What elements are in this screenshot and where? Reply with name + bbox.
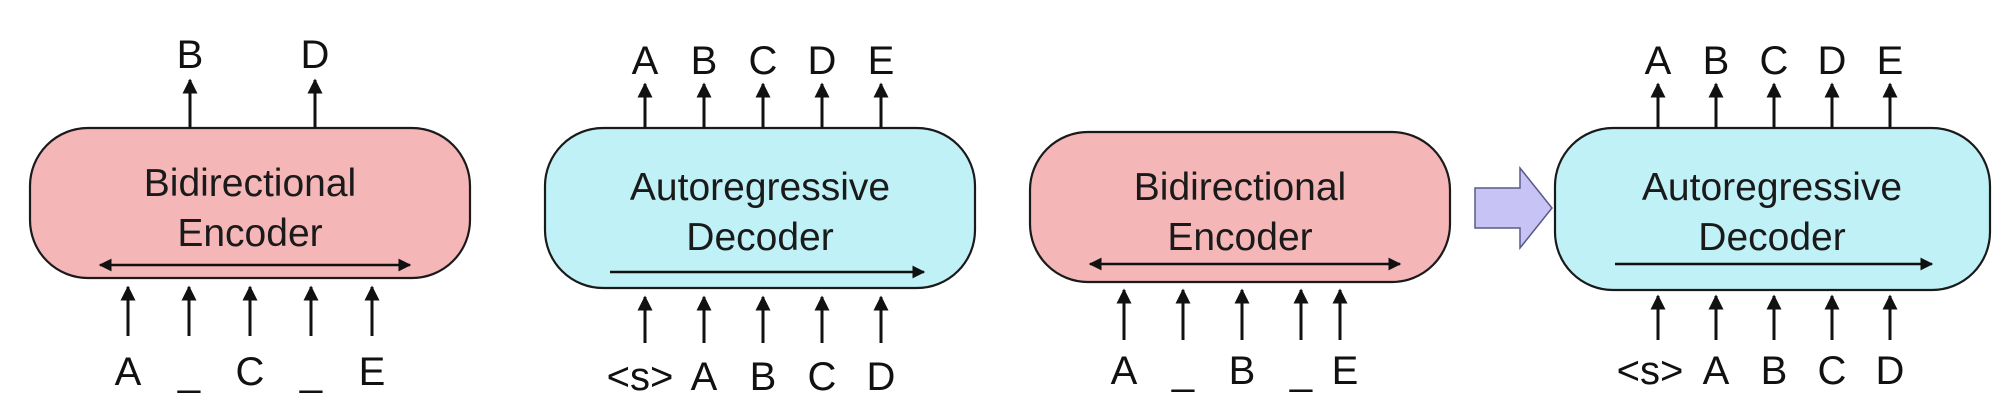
output-token: D — [808, 39, 837, 83]
panel-bert: Bidirectional Encoder B D A _ C _ E — [28, 33, 472, 394]
input-token: _ — [1171, 349, 1195, 393]
input-token: E — [1332, 349, 1359, 393]
output-token: C — [749, 39, 778, 83]
decoder-label-line2: Decoder — [686, 216, 833, 259]
encoder-to-decoder-arrow — [1474, 165, 1553, 251]
panel-gpt: Autoregressive Decoder A B C D E <s> A B… — [543, 39, 977, 399]
autoregressive-decoder-box — [543, 126, 977, 290]
output-token: D — [301, 33, 330, 77]
output-token: B — [1703, 39, 1730, 83]
input-token: B — [750, 355, 777, 399]
encoder-label-line1: Bidirectional — [144, 162, 356, 205]
input-token: <s> — [607, 355, 674, 399]
autoregressive-decoder-box — [1553, 126, 1992, 292]
input-token: A — [691, 355, 718, 399]
input-token: A — [1703, 349, 1730, 393]
input-token: <s> — [1617, 349, 1684, 393]
decoder-label-line1: Autoregressive — [630, 166, 890, 209]
decoder-label-line1: Autoregressive — [1642, 166, 1902, 209]
input-token: A — [1111, 349, 1138, 393]
decoder-label-line2: Decoder — [1698, 216, 1845, 259]
output-token: A — [632, 39, 659, 83]
encoder-label-line2: Encoder — [177, 212, 322, 255]
input-token: C — [236, 350, 265, 394]
output-token: E — [868, 39, 895, 83]
input-token: _ — [299, 350, 323, 394]
input-token: A — [115, 350, 142, 394]
input-token: C — [808, 355, 837, 399]
output-token: D — [1818, 39, 1847, 83]
input-token: C — [1818, 349, 1847, 393]
output-token: E — [1877, 39, 1904, 83]
input-token: _ — [1289, 349, 1313, 393]
output-token: C — [1760, 39, 1789, 83]
encoder-label-line1: Bidirectional — [1134, 166, 1346, 209]
output-token: A — [1645, 39, 1672, 83]
encoder-label-line2: Encoder — [1167, 216, 1312, 259]
input-token: B — [1761, 349, 1788, 393]
output-token: B — [177, 33, 204, 77]
input-token: D — [867, 355, 896, 399]
input-token: D — [1876, 349, 1905, 393]
bidirectional-encoder-box — [28, 126, 472, 280]
panel-bart-decoder: Autoregressive Decoder A B C D E <s> A B… — [1553, 39, 1992, 393]
bidirectional-encoder-box — [1028, 130, 1452, 284]
output-token: B — [691, 39, 718, 83]
input-token: _ — [177, 350, 201, 394]
input-token: B — [1229, 349, 1256, 393]
panel-bart-encoder: Bidirectional Encoder A _ B _ E — [1028, 130, 1452, 393]
input-token: E — [359, 350, 386, 394]
